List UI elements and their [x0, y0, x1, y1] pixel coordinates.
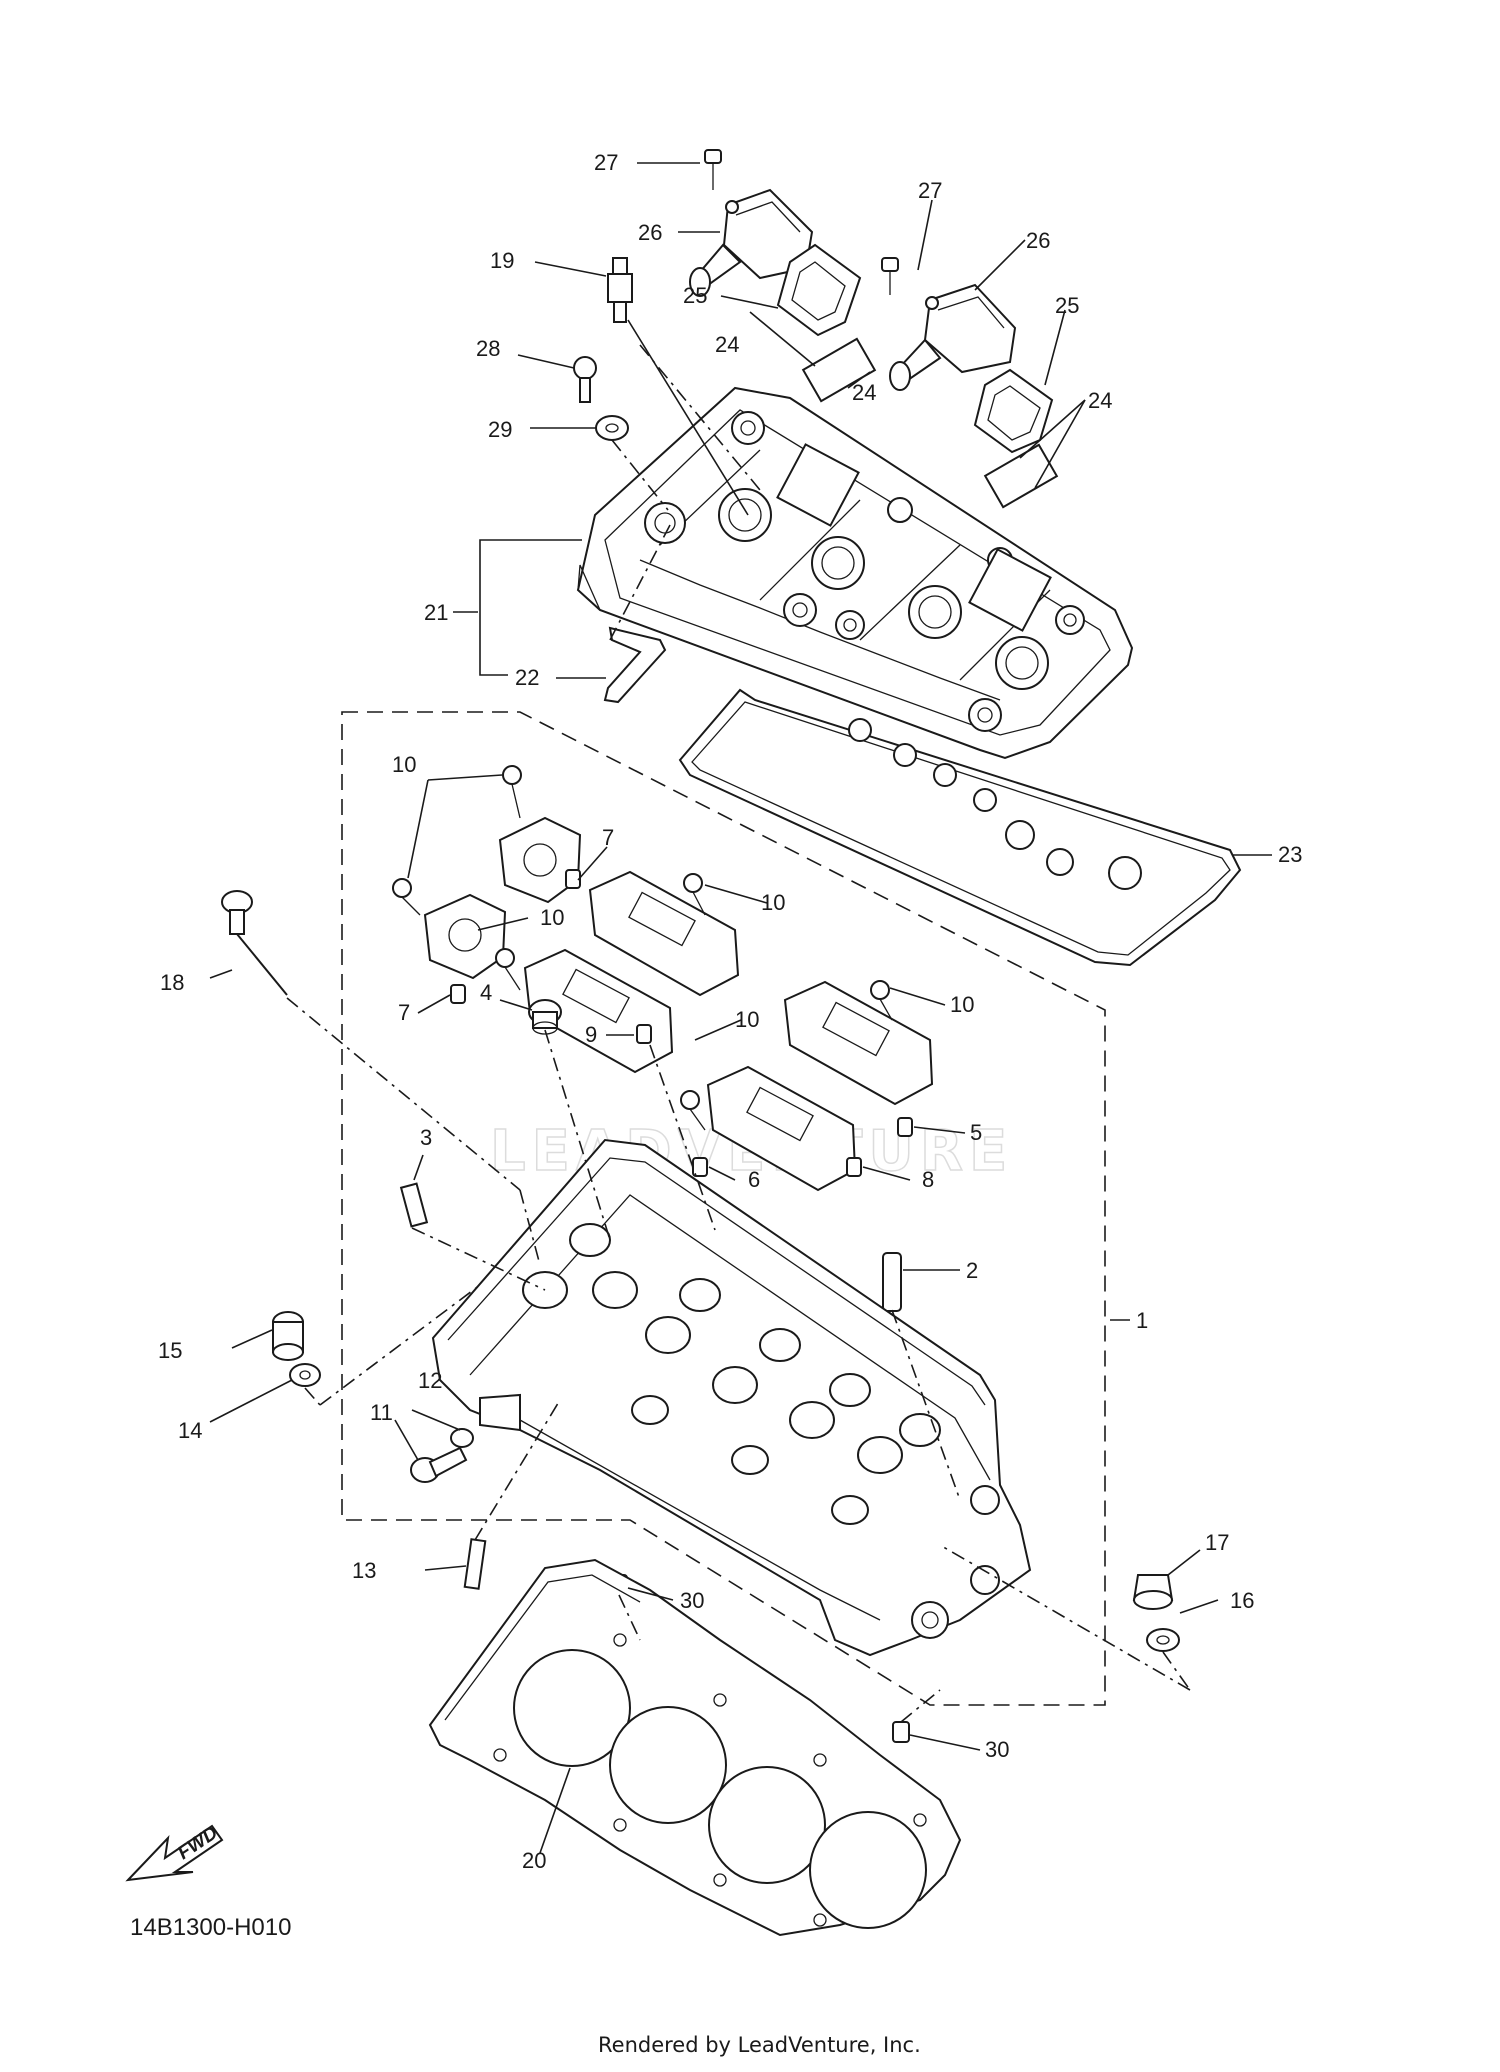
callout-10: 10	[392, 752, 416, 777]
callout-7: 7	[398, 1000, 410, 1025]
cap-bolt-3	[683, 873, 706, 916]
callout-9: 9	[585, 1022, 597, 1047]
cap-bolt-1	[502, 765, 522, 819]
plate-22	[603, 626, 667, 704]
dowel-pin-9	[636, 1024, 652, 1044]
dowel-pin-5	[897, 1117, 913, 1137]
callout-labels: 27 26 19 25 27 26 25 24 24 24 28 29 21 2…	[158, 150, 1302, 1873]
callout-30: 30	[985, 1737, 1009, 1762]
coil-seal-left	[776, 243, 862, 337]
callout-25: 25	[683, 283, 707, 308]
cylinder-head	[431, 1138, 1032, 1657]
callout-17: 17	[1205, 1530, 1229, 1555]
render-credit: Rendered by LeadVenture, Inc.	[598, 2033, 921, 2057]
washer-14	[289, 1363, 321, 1387]
union-bolt-15	[272, 1311, 304, 1361]
assembly-boundary	[341, 711, 1106, 1706]
cap-bolt-5	[870, 980, 893, 1021]
callout-27: 27	[918, 178, 942, 203]
callout-18: 18	[160, 970, 184, 995]
callout-29: 29	[488, 417, 512, 442]
dowel-pin-6	[692, 1157, 708, 1177]
spark-plug	[607, 257, 633, 323]
callout-22: 22	[515, 665, 539, 690]
washer-12	[450, 1428, 474, 1448]
bolt-11	[410, 1446, 468, 1483]
bolt-27-right	[881, 257, 899, 295]
callout-10: 10	[761, 890, 785, 915]
dowel-pin-7b	[450, 984, 466, 1004]
callout-14: 14	[178, 1418, 202, 1443]
callout-8: 8	[922, 1167, 934, 1192]
ignition-coil-left	[689, 188, 814, 297]
camshaft-cap-2	[423, 893, 507, 980]
callout-16: 16	[1230, 1588, 1254, 1613]
cap-bolt-6	[680, 1090, 706, 1131]
callout-24: 24	[1088, 388, 1112, 413]
callout-23: 23	[1278, 842, 1302, 867]
stud-bolt-3	[399, 1182, 429, 1228]
callout-3: 3	[420, 1125, 432, 1150]
dowel-pin-7a	[565, 869, 581, 889]
bolt-27-left	[704, 149, 722, 190]
dowel-pin-30b	[892, 1721, 910, 1743]
callout-19: 19	[490, 248, 514, 273]
cylinder-head-gasket	[428, 1558, 962, 1937]
washer-16	[1146, 1628, 1180, 1652]
bolt-18	[221, 890, 288, 996]
callout-4: 4	[480, 980, 492, 1005]
callout-1: 1	[1136, 1308, 1148, 1333]
callout-24: 24	[852, 380, 876, 405]
cap-bolt-4	[495, 948, 521, 991]
cylinder-head-cover	[576, 386, 1134, 760]
plug-4	[528, 999, 562, 1035]
camshaft-cap-5	[783, 980, 934, 1106]
dowel-pin-8	[846, 1157, 862, 1177]
callout-10: 10	[950, 992, 974, 1017]
callout-11: 11	[370, 1400, 393, 1425]
union-bolt-17	[1132, 1574, 1174, 1610]
coil-holder-2	[983, 443, 1059, 509]
callout-10: 10	[540, 905, 564, 930]
washer-29	[595, 415, 629, 441]
guide-2	[882, 1252, 902, 1312]
callout-7: 7	[602, 825, 614, 850]
callout-15: 15	[158, 1338, 182, 1363]
callout-20: 20	[522, 1848, 546, 1873]
fwd-direction-arrow: FWD	[125, 1822, 224, 1882]
coil-holder-1	[801, 337, 877, 403]
callout-2: 2	[966, 1258, 978, 1283]
callout-24: 24	[715, 332, 739, 357]
callout-26: 26	[1026, 228, 1050, 253]
callout-30: 30	[680, 1588, 704, 1613]
callout-6: 6	[748, 1167, 760, 1192]
callout-25: 25	[1055, 293, 1079, 318]
callout-12: 12	[418, 1368, 442, 1393]
callout-13: 13	[352, 1558, 376, 1583]
cover-gasket	[678, 688, 1242, 967]
diagram-reference-code: 14B1300-H010	[130, 1914, 291, 1941]
callout-5: 5	[970, 1120, 982, 1145]
bolt-28	[573, 356, 597, 403]
callout-27: 27	[594, 150, 618, 175]
cap-bolt-2	[392, 878, 421, 916]
callout-10: 10	[735, 1007, 759, 1032]
camshaft-cap-3	[588, 870, 740, 997]
camshaft-cap-1	[498, 816, 582, 904]
stud-13	[463, 1538, 487, 1590]
callout-21: 21	[424, 600, 448, 625]
callout-26: 26	[638, 220, 662, 245]
leader-lines	[209, 162, 1272, 1854]
ignition-coil-right	[889, 283, 1017, 391]
callout-28: 28	[476, 336, 500, 361]
